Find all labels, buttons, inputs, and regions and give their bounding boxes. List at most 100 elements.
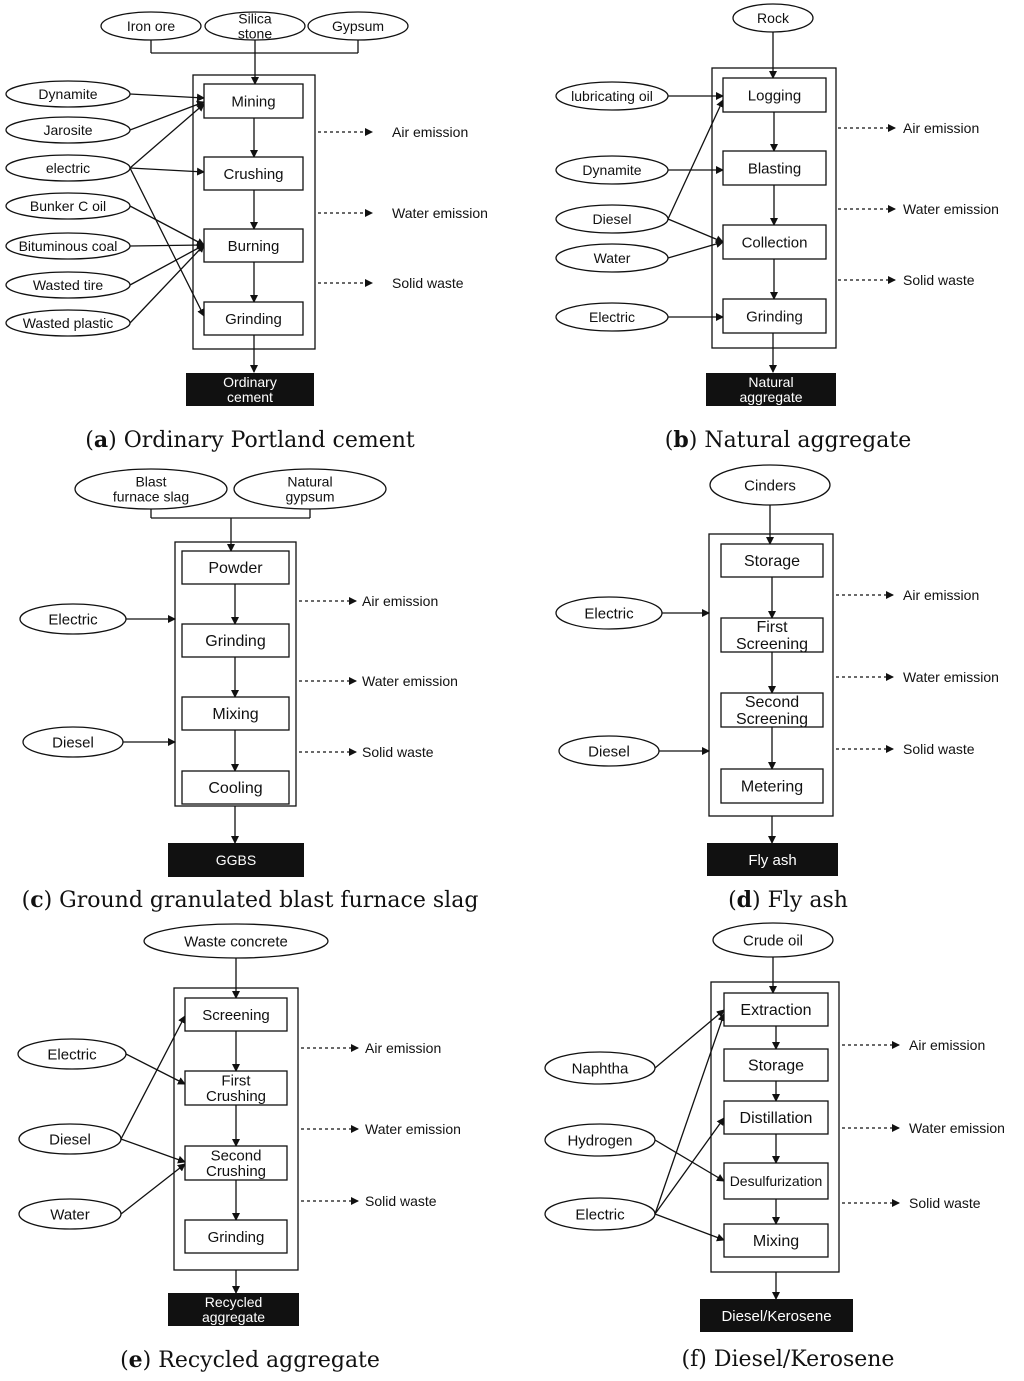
input-ellipse <box>18 1123 122 1155</box>
input-ellipse-label: Wasted plastic <box>23 315 114 331</box>
caption-e: (e) Recycled aggregate <box>120 1347 380 1373</box>
input-arrow <box>129 244 205 286</box>
output-box <box>706 373 836 406</box>
emission-label: Solid waste <box>365 1193 437 1209</box>
process-step <box>723 1100 829 1135</box>
process-step <box>203 83 304 119</box>
input-arrow <box>654 1213 725 1242</box>
process-step-label: Grinding <box>208 1229 265 1246</box>
process-step-label: Grinding <box>225 311 282 328</box>
process-step <box>720 543 824 578</box>
input-ellipse <box>5 309 131 337</box>
input-ellipse-label: Naphtha <box>572 1060 629 1077</box>
process-step-label: Blasting <box>748 160 801 177</box>
input-ellipse <box>555 243 669 273</box>
emission-label: Air emission <box>903 120 979 136</box>
process-step <box>723 992 829 1027</box>
process-step <box>720 617 824 653</box>
input-ellipse-label: Crude oil <box>743 932 803 949</box>
process-step-label: Storage <box>748 1058 804 1075</box>
emission-label: Air emission <box>392 124 468 140</box>
input-ellipse <box>709 464 831 506</box>
process-step-label: Crushing <box>223 166 283 183</box>
process-step <box>184 1070 288 1106</box>
input-ellipse-label: Electric <box>589 309 635 325</box>
input-ellipse-label: Electric <box>584 605 634 622</box>
input-ellipse <box>307 11 409 41</box>
process-step <box>720 692 824 728</box>
caption-a: (a) Ordinary Portland cement <box>85 427 415 453</box>
input-arrow <box>667 218 724 243</box>
emission-label: Water emission <box>392 205 488 221</box>
input-ellipse-label: Diesel <box>49 1131 91 1148</box>
process-step <box>184 1219 288 1254</box>
caption-c: (c) Ground granulated blast furnace slag <box>21 887 479 913</box>
process-step <box>722 224 827 260</box>
process-frame-d <box>708 533 834 817</box>
emission-label: Water emission <box>903 669 999 685</box>
emission-label: Water emission <box>903 201 999 217</box>
input-ellipse <box>74 468 228 510</box>
input-ellipse-label: Water <box>50 1206 89 1223</box>
process-step-label: Powder <box>208 560 263 577</box>
output-box <box>707 843 838 876</box>
input-ellipse <box>5 232 131 260</box>
process-frame-a <box>192 74 316 350</box>
process-step-label: Desulfurization <box>730 1173 823 1189</box>
emission-label: Air emission <box>365 1040 441 1056</box>
input-ellipse-label: Waste concrete <box>184 933 288 950</box>
input-ellipse-label: Iron ore <box>127 18 175 34</box>
input-ellipse <box>204 11 306 41</box>
input-ellipse-label: Water <box>594 250 631 266</box>
process-step-label: Burning <box>228 238 280 255</box>
output-box-label: GGBS <box>216 852 256 868</box>
process-step-label: Extraction <box>740 1002 811 1019</box>
process-frame-e <box>173 987 299 1271</box>
caption-b: (b) Natural aggregate <box>664 427 912 453</box>
process-step-label: Screening <box>202 1007 270 1024</box>
process-step <box>203 228 304 263</box>
emission-label: Air emission <box>362 593 438 609</box>
emission-label: Solid waste <box>362 744 434 760</box>
process-step-label: Distillation <box>740 1110 813 1127</box>
input-ellipse <box>5 154 131 182</box>
input-ellipse-label: Jarosite <box>43 122 92 138</box>
process-step <box>181 623 290 658</box>
input-arrow <box>129 100 205 131</box>
input-arrow <box>667 240 724 259</box>
process-frame-b <box>711 67 837 349</box>
input-ellipse <box>544 1123 656 1157</box>
input-ellipse-label: Diesel <box>588 743 630 760</box>
input-arrow <box>129 103 205 169</box>
input-arrow <box>654 1009 725 1069</box>
process-step <box>723 1162 829 1200</box>
input-ellipse-label: Electric <box>575 1206 625 1223</box>
input-ellipse-label: Gypsum <box>332 18 384 34</box>
process-step <box>181 550 290 585</box>
input-ellipse <box>5 192 131 220</box>
input-ellipse-label: Hydrogen <box>567 1132 632 1149</box>
output-box <box>168 843 304 877</box>
output-box <box>168 1293 299 1326</box>
process-step-label: Storage <box>744 553 800 570</box>
emission-label: Air emission <box>903 587 979 603</box>
process-frame-f <box>710 981 840 1273</box>
emission-label: Water emission <box>909 1120 1005 1136</box>
output-box <box>186 373 314 406</box>
input-arrow <box>129 244 205 324</box>
input-arrow <box>129 205 205 246</box>
process-step <box>720 768 824 804</box>
process-step <box>722 150 827 186</box>
input-ellipse-label: Bituminous coal <box>19 238 118 254</box>
process-step <box>723 1223 829 1258</box>
emission-label: Water emission <box>365 1121 461 1137</box>
input-arrow <box>120 1138 186 1164</box>
process-step <box>181 770 290 805</box>
process-step-label: Mixing <box>212 706 258 723</box>
input-ellipse-label: Electric <box>47 1046 97 1063</box>
